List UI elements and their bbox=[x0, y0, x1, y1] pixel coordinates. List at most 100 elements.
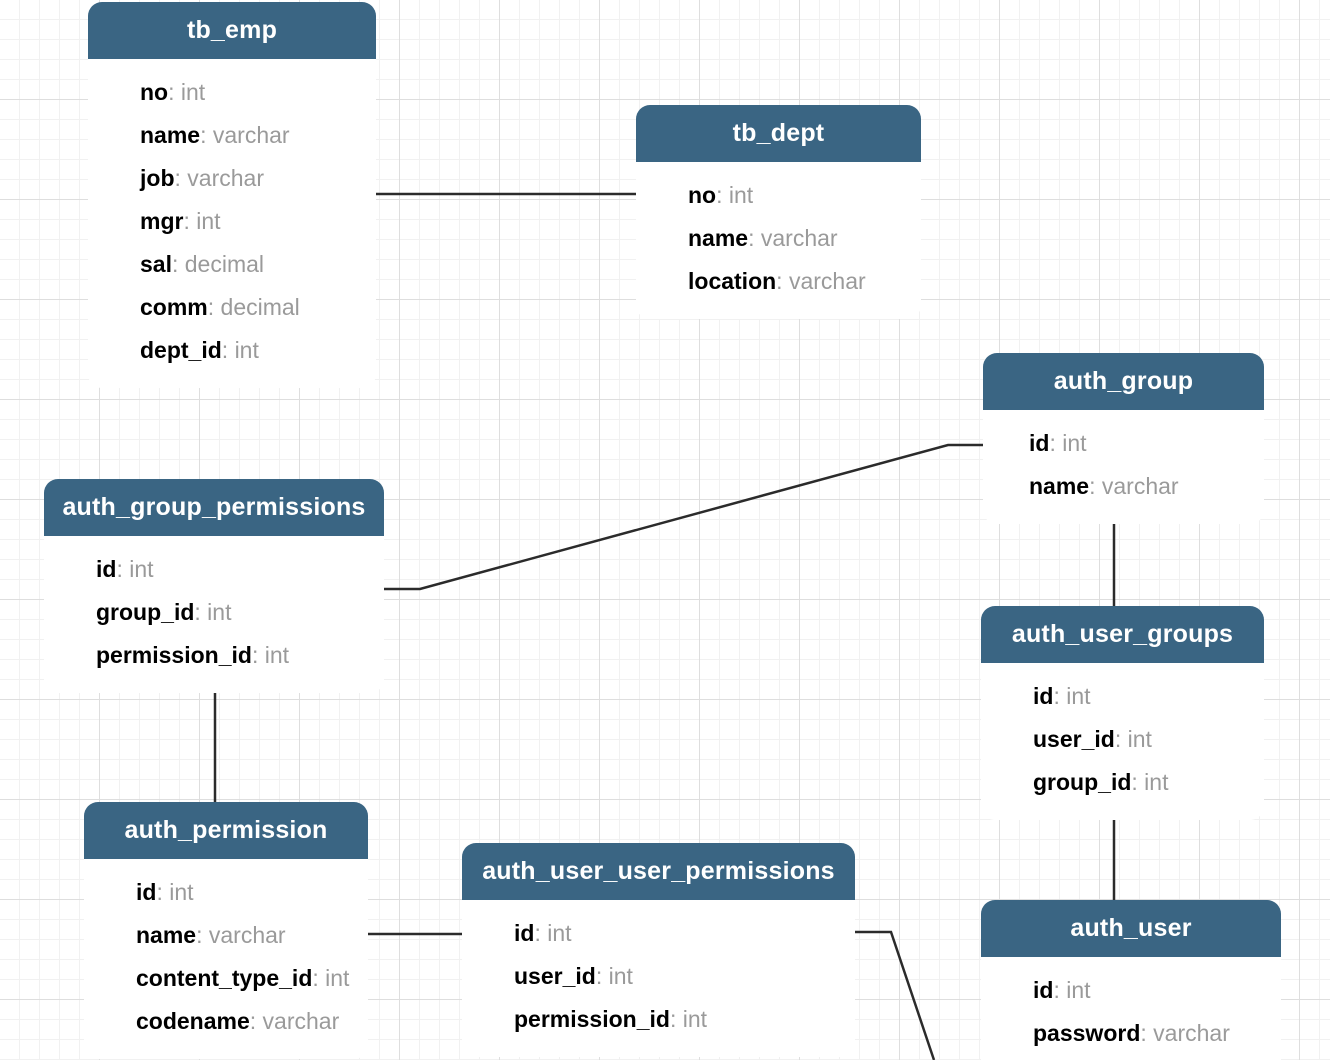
field-separator: : bbox=[1131, 769, 1145, 795]
field-name: comm bbox=[140, 294, 208, 320]
field-row: name: varchar bbox=[88, 114, 376, 157]
field-type: varchar bbox=[187, 165, 264, 191]
field-row: no: int bbox=[636, 174, 921, 217]
field-type: decimal bbox=[184, 251, 265, 277]
field-separator: : bbox=[251, 642, 265, 668]
field-type: int bbox=[129, 556, 154, 582]
field-name: content_type_id bbox=[136, 965, 313, 991]
field-row: id: int bbox=[981, 969, 1281, 1012]
field-type: int bbox=[264, 642, 290, 668]
field-row: codename: varchar bbox=[84, 1000, 368, 1043]
field-separator: : bbox=[716, 182, 729, 208]
field-separator: : bbox=[1140, 1020, 1154, 1046]
entity-title-auth_user: auth_user bbox=[981, 900, 1281, 957]
field-separator: : bbox=[171, 251, 185, 277]
field-type: int bbox=[1127, 726, 1152, 752]
field-row: sal: decimal bbox=[88, 243, 376, 286]
field-name: id bbox=[96, 556, 117, 582]
field-row: id: int bbox=[44, 548, 384, 591]
field-type: varchar bbox=[1153, 1020, 1230, 1046]
field-row: job: varchar bbox=[88, 157, 376, 200]
field-separator: : bbox=[1114, 726, 1128, 752]
field-type: decimal bbox=[220, 294, 300, 320]
field-row: id: int bbox=[981, 675, 1264, 718]
field-separator: : bbox=[221, 337, 235, 363]
field-type: int bbox=[608, 963, 633, 989]
field-name: mgr bbox=[140, 208, 184, 234]
field-row: last_login: datetime bbox=[981, 1055, 1281, 1060]
field-name: id bbox=[514, 920, 535, 946]
entity-title-auth_group: auth_group bbox=[983, 353, 1264, 410]
field-separator: : bbox=[194, 599, 208, 625]
field-type: varchar bbox=[212, 122, 290, 148]
field-type: int bbox=[1062, 430, 1087, 456]
field-type: int bbox=[1066, 683, 1091, 709]
field-type: int bbox=[325, 965, 350, 991]
entity-title-tb_emp: tb_emp bbox=[88, 2, 376, 59]
field-row: no: int bbox=[88, 71, 376, 114]
field-name: permission_id bbox=[514, 1006, 670, 1032]
field-separator: : bbox=[156, 879, 170, 905]
field-separator: : bbox=[748, 225, 761, 251]
field-row: dept_id: int bbox=[88, 329, 376, 372]
field-row: mgr: int bbox=[88, 200, 376, 243]
field-row: password: varchar bbox=[981, 1012, 1281, 1055]
field-row: id: int bbox=[462, 912, 855, 955]
field-name: id bbox=[136, 879, 157, 905]
field-name: no bbox=[140, 79, 169, 105]
field-type: int bbox=[169, 879, 194, 905]
field-row: id: int bbox=[84, 871, 368, 914]
field-separator: : bbox=[595, 963, 609, 989]
field-type: int bbox=[1144, 769, 1169, 795]
field-type: varchar bbox=[760, 225, 838, 251]
field-name: id bbox=[1033, 977, 1054, 1003]
entity-title-auth_group_permissions: auth_group_permissions bbox=[44, 479, 384, 536]
field-name: group_id bbox=[96, 599, 195, 625]
field-type: int bbox=[234, 337, 259, 363]
field-type: int bbox=[728, 182, 754, 208]
edge-agp-auth_group bbox=[384, 443, 983, 591]
field-row: content_type_id: int bbox=[84, 957, 368, 1000]
field-separator: : bbox=[669, 1006, 683, 1032]
field-name: location bbox=[688, 268, 777, 294]
field-type: varchar bbox=[788, 268, 866, 294]
field-separator: : bbox=[249, 1008, 263, 1034]
field-separator: : bbox=[1089, 473, 1102, 499]
entity-title-auth_user_groups: auth_user_groups bbox=[981, 606, 1264, 663]
field-separator: : bbox=[183, 208, 197, 234]
field-row: id: int bbox=[983, 422, 1264, 465]
entity-title-auth_permission: auth_permission bbox=[84, 802, 368, 859]
field-name: group_id bbox=[1033, 769, 1132, 795]
field-row: user_id: int bbox=[462, 955, 855, 998]
field-name: name bbox=[688, 225, 749, 251]
field-row: comm: decimal bbox=[88, 286, 376, 329]
field-type: int bbox=[682, 1006, 708, 1032]
field-row: group_id: int bbox=[981, 761, 1264, 804]
field-separator: : bbox=[116, 556, 130, 582]
field-name: password bbox=[1033, 1020, 1141, 1046]
field-type: varchar bbox=[1101, 473, 1179, 499]
field-separator: : bbox=[1049, 430, 1063, 456]
field-row: name: varchar bbox=[983, 465, 1264, 508]
field-row: name: varchar bbox=[636, 217, 921, 260]
field-row: permission_id: int bbox=[462, 998, 855, 1041]
field-name: codename bbox=[136, 1008, 250, 1034]
field-separator: : bbox=[312, 965, 326, 991]
field-row: permission_id: int bbox=[44, 634, 384, 677]
field-separator: : bbox=[200, 122, 213, 148]
field-type: int bbox=[196, 208, 221, 234]
